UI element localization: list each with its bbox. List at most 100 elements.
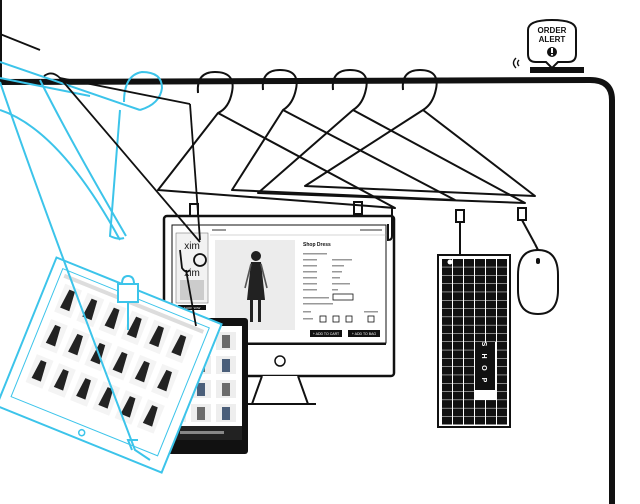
keyboard-key[interactable]	[464, 383, 474, 392]
keyboard-key[interactable]	[475, 308, 485, 317]
add-to-bag-button[interactable]	[348, 330, 380, 337]
keyboard-key[interactable]	[464, 342, 474, 350]
spacebar-key[interactable]	[475, 342, 495, 390]
select-field[interactable]	[332, 293, 354, 301]
keyboard-key[interactable]	[486, 267, 496, 276]
keyboard-key[interactable]	[486, 333, 496, 342]
keyboard-key[interactable]	[475, 283, 485, 292]
keyboard-key[interactable]	[486, 325, 496, 334]
keyboard-key[interactable]	[475, 400, 485, 408]
keyboard-key[interactable]	[442, 292, 452, 300]
keyboard-key[interactable]	[442, 275, 452, 284]
keyboard-key[interactable]	[475, 292, 485, 300]
keyboard-key[interactable]	[464, 408, 474, 417]
keyboard-key[interactable]	[464, 333, 474, 342]
size-box-1[interactable]	[319, 315, 327, 323]
keyboard-key[interactable]	[453, 416, 463, 425]
keyboard-key[interactable]	[464, 275, 474, 284]
keyboard-key[interactable]	[486, 283, 496, 292]
keyboard-key[interactable]	[464, 366, 474, 375]
keyboard-key[interactable]	[453, 358, 463, 367]
keyboard-key[interactable]	[464, 350, 474, 359]
keyboard-key[interactable]	[497, 358, 507, 367]
keyboard-key[interactable]	[497, 292, 507, 300]
keyboard-key[interactable]	[464, 358, 474, 367]
keyboard-key[interactable]	[442, 416, 452, 425]
keyboard-key[interactable]	[464, 267, 474, 276]
keyboard-key[interactable]	[497, 342, 507, 350]
keyboard-key[interactable]	[497, 383, 507, 392]
add-to-cart-button[interactable]	[310, 330, 342, 337]
keyboard-key[interactable]	[497, 408, 507, 417]
keyboard-key[interactable]	[486, 259, 496, 267]
keyboard-key[interactable]	[486, 317, 496, 325]
keyboard-key[interactable]	[464, 308, 474, 317]
keyboard-key[interactable]	[497, 300, 507, 309]
keyboard-key[interactable]	[453, 383, 463, 392]
order-alert-badge[interactable]: ORDER ALERT	[527, 18, 584, 73]
keyboard-key[interactable]	[475, 300, 485, 309]
keyboard-key[interactable]	[497, 416, 507, 425]
size-box-4[interactable]	[367, 315, 375, 323]
keyboard-key[interactable]	[442, 342, 452, 350]
keyboard-key[interactable]	[497, 275, 507, 284]
keyboard-key[interactable]	[497, 366, 507, 375]
keyboard-key[interactable]	[453, 300, 463, 309]
keyboard-key[interactable]	[464, 283, 474, 292]
keyboard-key[interactable]	[442, 408, 452, 417]
keyboard-key[interactable]	[442, 308, 452, 317]
keyboard-key[interactable]	[464, 375, 474, 383]
keyboard-key[interactable]	[486, 308, 496, 317]
keyboard-key[interactable]	[442, 383, 452, 392]
keyboard-key[interactable]	[442, 366, 452, 375]
keyboard-key[interactable]	[497, 333, 507, 342]
keyboard-key[interactable]	[442, 325, 452, 334]
keyboard-key[interactable]	[453, 366, 463, 375]
keyboard-key[interactable]	[464, 325, 474, 334]
keyboard-key[interactable]	[464, 391, 474, 400]
keyboard-key[interactable]	[442, 300, 452, 309]
keyboard-key[interactable]	[486, 400, 496, 408]
keyboard-key[interactable]	[442, 375, 452, 383]
keyboard-key[interactable]	[442, 350, 452, 359]
keyboard-key[interactable]	[453, 391, 463, 400]
size-box-2[interactable]	[332, 315, 340, 323]
keyboard-key[interactable]	[497, 400, 507, 408]
keyboard-key[interactable]	[453, 350, 463, 359]
keyboard-key[interactable]	[497, 259, 507, 267]
keyboard-key[interactable]	[497, 375, 507, 383]
keyboard-key[interactable]	[442, 283, 452, 292]
size-box-3[interactable]	[345, 315, 353, 323]
keyboard-key[interactable]	[442, 259, 452, 267]
keyboard-key[interactable]	[475, 275, 485, 284]
keyboard-key[interactable]	[497, 317, 507, 325]
keyboard-key[interactable]	[453, 400, 463, 408]
keyboard-key[interactable]	[486, 416, 496, 425]
keyboard-key[interactable]	[475, 325, 485, 334]
keyboard-key[interactable]	[453, 267, 463, 276]
keyboard-key[interactable]	[453, 325, 463, 334]
keyboard-key[interactable]	[475, 333, 485, 342]
keyboard-key[interactable]	[453, 275, 463, 284]
keyboard-key[interactable]	[486, 275, 496, 284]
keyboard-key[interactable]	[497, 325, 507, 334]
keyboard-key[interactable]	[486, 292, 496, 300]
keyboard-key[interactable]	[442, 317, 452, 325]
keyboard-key[interactable]	[453, 408, 463, 417]
keyboard-key[interactable]	[442, 333, 452, 342]
keyboard-key[interactable]	[475, 408, 485, 417]
keyboard-key[interactable]	[497, 283, 507, 292]
keyboard-key[interactable]	[453, 308, 463, 317]
keyboard-key[interactable]	[464, 292, 474, 300]
keyboard-key[interactable]	[497, 308, 507, 317]
keyboard-key[interactable]	[497, 267, 507, 276]
keyboard-key[interactable]	[442, 391, 452, 400]
keyboard-key[interactable]	[497, 350, 507, 359]
keyboard-key[interactable]	[464, 400, 474, 408]
keyboard-key[interactable]	[442, 400, 452, 408]
keyboard-key[interactable]	[453, 342, 463, 350]
keyboard-key[interactable]	[464, 317, 474, 325]
keyboard-key[interactable]	[453, 333, 463, 342]
keyboard-key[interactable]	[475, 416, 485, 425]
keyboard-key[interactable]	[475, 259, 485, 267]
